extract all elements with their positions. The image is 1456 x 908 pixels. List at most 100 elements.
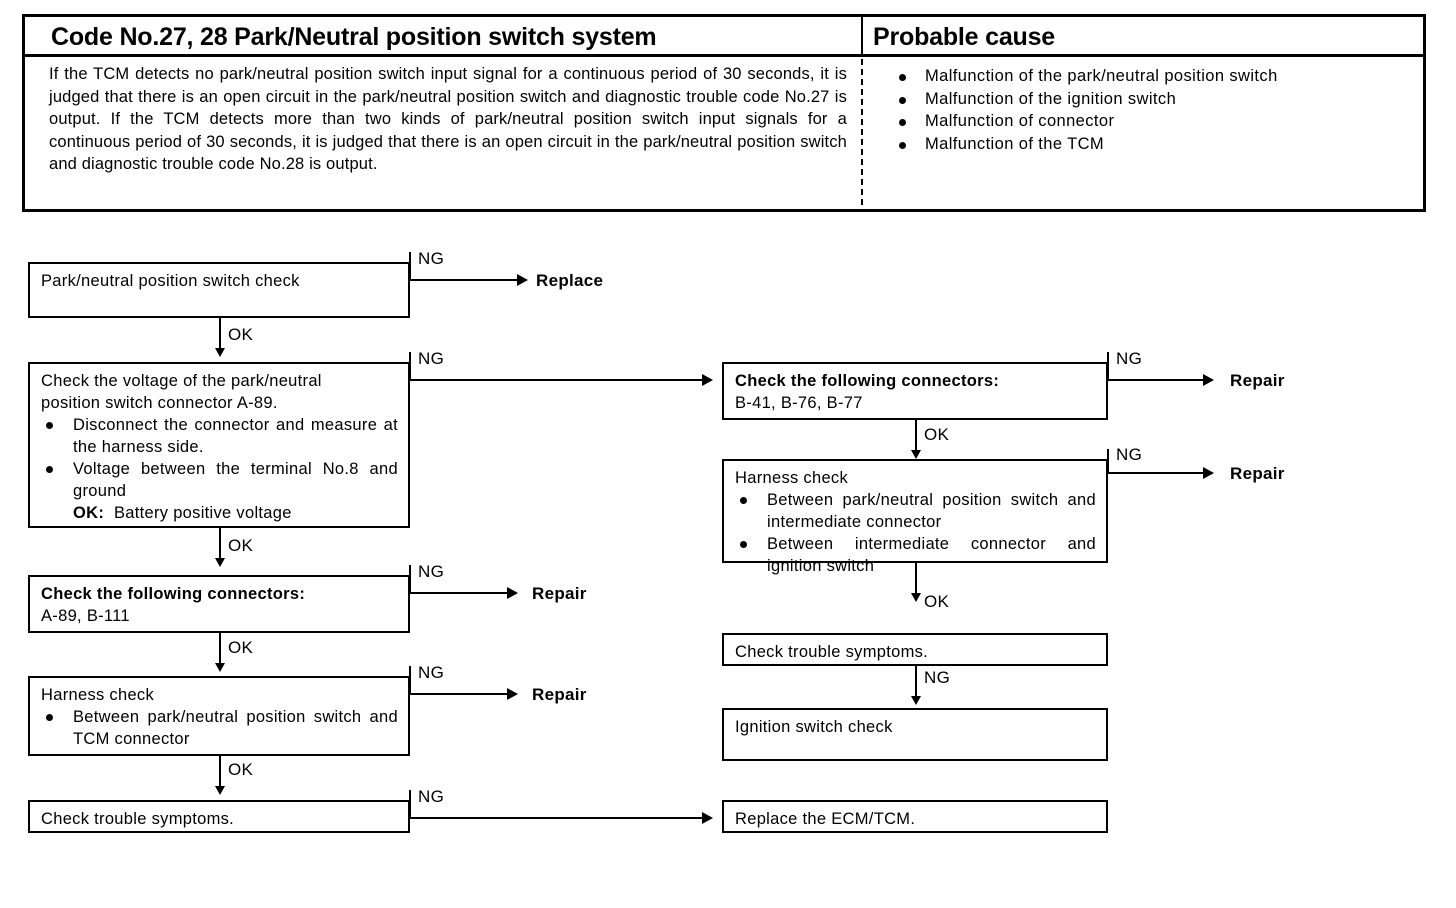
flow-box-title-line1: Check the voltage of the park/neutral (41, 372, 322, 390)
branch-label-ok: OK (228, 536, 254, 555)
ng-branch-stem (1107, 352, 1109, 380)
flow-box-title-line2: position switch connector A-89. (41, 394, 278, 412)
arrow-right-icon (1203, 467, 1214, 479)
flow-box-harness-check-intermediate: Harness check Between park/neutral posit… (722, 459, 1108, 575)
arrow-right-icon (702, 812, 713, 824)
branch-label-ng: NG (1116, 445, 1143, 464)
ok-value: Battery positive voltage (113, 504, 292, 522)
bullet-text: Disconnect the connector and measure at … (73, 416, 398, 456)
bullet-icon (899, 74, 906, 81)
bullet-text: Between intermediate connector and ignit… (767, 535, 1096, 575)
bullet-icon (740, 497, 747, 504)
flow-box-check-trouble-symptoms-left: Check trouble symptoms. (28, 800, 410, 833)
bullet-icon (899, 96, 906, 104)
bullet-text: Between park/neutral position switch and… (73, 708, 398, 748)
list-item: Between park/neutral position switch and… (41, 706, 398, 750)
bullet-text: Between park/neutral position switch and… (767, 491, 1096, 531)
terminal-label-replace: Replace (536, 271, 604, 290)
branch-label-ng: NG (418, 663, 445, 682)
flow-box-title: Check trouble symptoms. (41, 810, 235, 828)
ng-branch-line (409, 379, 704, 381)
branch-label-ng: NG (1116, 349, 1143, 368)
ng-branch-stem (409, 790, 411, 818)
list-item: Malfunction of the park/neutral position… (883, 65, 1403, 88)
list-item: Malfunction of the ignition switch (883, 88, 1403, 111)
table-header-row: Code No.27, 28 Park/Neutral position swi… (25, 17, 1423, 57)
arrow-down-icon (911, 593, 921, 602)
flow-box-title: Harness check (41, 686, 155, 704)
flow-box-voltage-check: Check the voltage of the park/neutral po… (28, 362, 410, 528)
header-column-divider (861, 17, 863, 57)
flow-box-title: Harness check (735, 469, 849, 487)
branch-label-ng: NG (418, 249, 445, 268)
terminal-label-repair: Repair (532, 685, 587, 704)
body-column-divider (861, 59, 863, 205)
flow-box-title: Ignition switch check (735, 718, 893, 736)
branch-label-ok: OK (228, 325, 254, 344)
table-header-code-title: Code No.27, 28 Park/Neutral position swi… (51, 22, 657, 51)
arrow-down-icon (215, 348, 225, 357)
arrow-down-icon (911, 696, 921, 705)
ng-branch-line (1107, 379, 1205, 381)
terminal-label-repair: Repair (1230, 371, 1285, 390)
ng-branch-stem (409, 666, 411, 694)
flow-box-harness-check-tcm: Harness check Between park/neutral posit… (28, 676, 410, 756)
flow-box-check-trouble-symptoms-right: Check trouble symptoms. (722, 633, 1108, 666)
bullet-icon (46, 466, 53, 473)
bullet-sub-line: OK: Battery positive voltage (73, 502, 398, 524)
probable-cause-text: Malfunction of the TCM (925, 134, 1105, 153)
branch-label-ok: OK (228, 638, 254, 657)
arrow-right-icon (507, 587, 518, 599)
flow-box-detail: B-41, B-76, B-77 (735, 394, 863, 412)
ok-connector-line (915, 563, 917, 597)
arrow-down-icon (215, 786, 225, 795)
ng-connector-line (915, 666, 917, 700)
probable-cause-text: Malfunction of the ignition switch (925, 89, 1177, 108)
arrow-down-icon (911, 450, 921, 459)
flow-box-title: Check the following connectors: (735, 372, 1000, 390)
table-body-row: If the TCM detects no park/neutral posit… (25, 57, 1423, 209)
flow-box-park-neutral-switch-check: Park/neutral position switch check (28, 262, 410, 318)
branch-label-ok: OK (924, 592, 950, 611)
table-header-probable-cause: Probable cause (873, 22, 1056, 51)
bullet-icon (899, 119, 906, 126)
diagnostic-description-text: If the TCM detects no park/neutral posit… (49, 65, 847, 173)
list-item: Between intermediate connector and ignit… (735, 533, 1096, 577)
list-item: Malfunction of the TCM (883, 133, 1403, 156)
list-item: Voltage between the terminal No.8 and gr… (41, 458, 398, 524)
branch-label-ok: OK (228, 760, 254, 779)
ok-connector-line (219, 756, 221, 790)
flow-box-replace-ecm-tcm: Replace the ECM/TCM. (722, 800, 1108, 833)
flow-box-detail: A-89, B-111 (41, 607, 130, 625)
ok-connector-line (219, 528, 221, 562)
flow-box-bullet-list: Between park/neutral position switch and… (41, 706, 398, 750)
ng-branch-stem (1107, 449, 1109, 473)
ng-branch-line (409, 279, 519, 281)
arrow-right-icon (517, 274, 528, 286)
probable-cause-text: Malfunction of connector (925, 112, 1115, 130)
bullet-icon (740, 541, 747, 548)
ok-connector-line (219, 318, 221, 352)
arrow-right-icon (1203, 374, 1214, 386)
bullet-icon (46, 714, 53, 721)
ok-connector-line (915, 420, 917, 454)
flow-box-title: Check trouble symptoms. (735, 643, 929, 661)
ok-connector-line (219, 633, 221, 667)
bullet-icon (46, 422, 53, 429)
branch-label-ok: OK (924, 425, 950, 444)
branch-label-ng: NG (418, 562, 445, 581)
terminal-label-repair: Repair (1230, 464, 1285, 483)
flow-box-title: Replace the ECM/TCM. (735, 810, 916, 828)
flow-box-connectors-b41-b76-b77: Check the following connectors: B-41, B-… (722, 362, 1108, 420)
flow-box-title: Check the following connectors: (41, 585, 306, 603)
ng-branch-stem (409, 252, 411, 280)
ng-branch-stem (409, 565, 411, 593)
ng-branch-line (409, 592, 509, 594)
arrow-right-icon (507, 688, 518, 700)
branch-label-ng: NG (418, 787, 445, 806)
ng-branch-line (409, 817, 704, 819)
ok-label: OK: (73, 504, 105, 522)
arrow-down-icon (215, 558, 225, 567)
probable-cause-list: Malfunction of the park/neutral position… (883, 65, 1403, 155)
